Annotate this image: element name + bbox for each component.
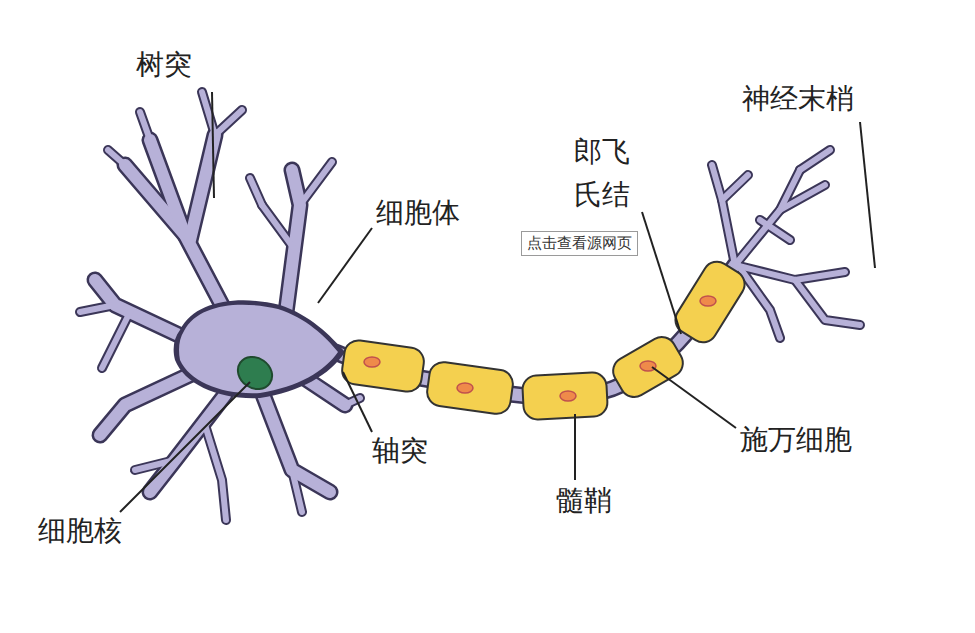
leader-lines [120, 92, 875, 512]
part-label: 细胞体 [376, 196, 460, 230]
box-text: 点击查看源网页 [527, 234, 632, 252]
link-box: 点击查看源网页 [521, 231, 638, 256]
part-label: 细胞核 [38, 514, 122, 548]
part-label: 树突 [136, 48, 192, 82]
part-label: 施万细胞 [740, 423, 852, 457]
nucleus [232, 350, 279, 395]
part-label: 髓鞘 [556, 484, 612, 518]
part-label: 郎飞 氏结 [574, 130, 636, 217]
part-label: 轴突 [372, 434, 428, 468]
part-label: 神经末梢 [742, 82, 854, 116]
